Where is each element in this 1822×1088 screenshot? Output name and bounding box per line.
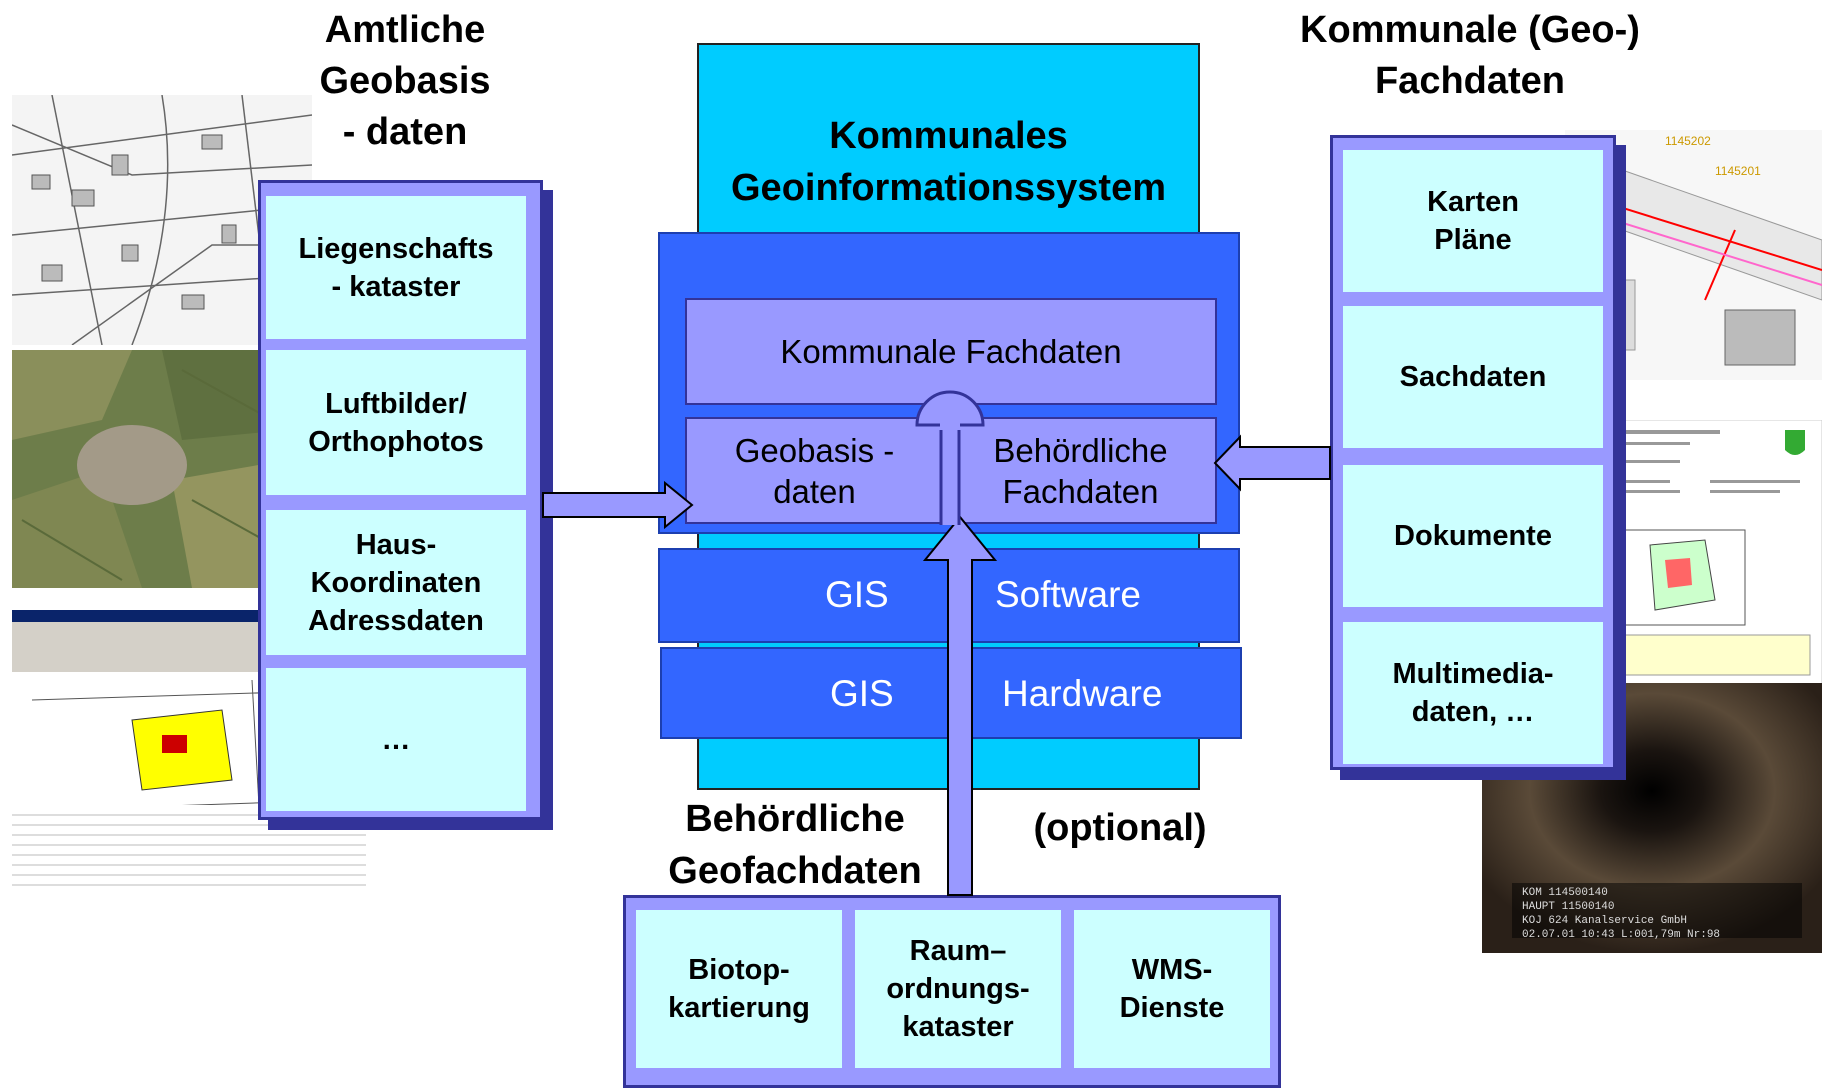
software-left-label: GIS xyxy=(825,574,889,615)
right-item-multimedia: Multimedia- daten, … xyxy=(1343,622,1603,764)
sewer-video-image: KOM 114500140 HAUPT 11500140 KOJ 624 Kan… xyxy=(1482,683,1822,953)
bottom-heading: Behördliche Geofachdaten xyxy=(668,798,922,892)
behoerdliche-fachdaten-box: Behördliche Fachdaten xyxy=(944,417,1217,524)
geobasis-daten-box: Geobasis - daten xyxy=(685,417,944,524)
center-heading: Kommunales Geoinformationssystem xyxy=(731,115,1166,209)
svg-text:1145202: 1145202 xyxy=(1665,134,1711,148)
left-item-more: … xyxy=(266,668,526,811)
right-heading: Kommunale (Geo-) Fachdaten xyxy=(1300,9,1640,102)
right-item-sachdaten: Sachdaten xyxy=(1343,306,1603,448)
svg-text:1145201: 1145201 xyxy=(1715,164,1761,178)
left-item-liegenschaftskataster: Liegenschafts - kataster xyxy=(266,196,526,339)
aerial-photo-image xyxy=(12,350,287,588)
svg-text:KOM 114500140: KOM 114500140 xyxy=(1522,887,1608,899)
document-image xyxy=(1610,420,1822,685)
software-right-label: Software xyxy=(995,574,1142,615)
hardware-left-label: GIS xyxy=(830,673,894,714)
left-item-hauskoordinaten: Haus- Koordinaten Adressdaten xyxy=(266,510,526,655)
svg-text:HAUPT 11500140: HAUPT 11500140 xyxy=(1522,901,1614,913)
hardware-right-label: Hardware xyxy=(1002,673,1163,714)
right-item-karten-plaene: Karten Pläne xyxy=(1343,150,1603,292)
left-heading: Amtliche Geobasis - daten xyxy=(319,9,491,153)
software-screenshot-image xyxy=(12,610,366,902)
bottom-item-biotopkartierung: Biotop- kartierung xyxy=(636,910,842,1068)
gis-hardware-layer: GIS Hardware xyxy=(660,647,1242,739)
kommunale-fachdaten-box: Kommunale Fachdaten xyxy=(685,298,1217,405)
bottom-item-raumordnungskataster: Raum– ordnungs- kataster xyxy=(855,910,1061,1068)
optional-label: (optional) xyxy=(1033,807,1207,849)
right-item-dokumente: Dokumente xyxy=(1343,465,1603,607)
svg-text:02.07.01 10:43 L:001,79m Nr:98: 02.07.01 10:43 L:001,79m Nr:98 xyxy=(1522,929,1720,941)
gis-software-layer: GIS Software xyxy=(658,548,1240,643)
left-item-luftbilder: Luftbilder/ Orthophotos xyxy=(266,350,526,495)
svg-text:KOJ 624 Kanalservice GmbH: KOJ 624 Kanalservice GmbH xyxy=(1522,915,1687,927)
bottom-item-wms-dienste: WMS- Dienste xyxy=(1074,910,1270,1068)
